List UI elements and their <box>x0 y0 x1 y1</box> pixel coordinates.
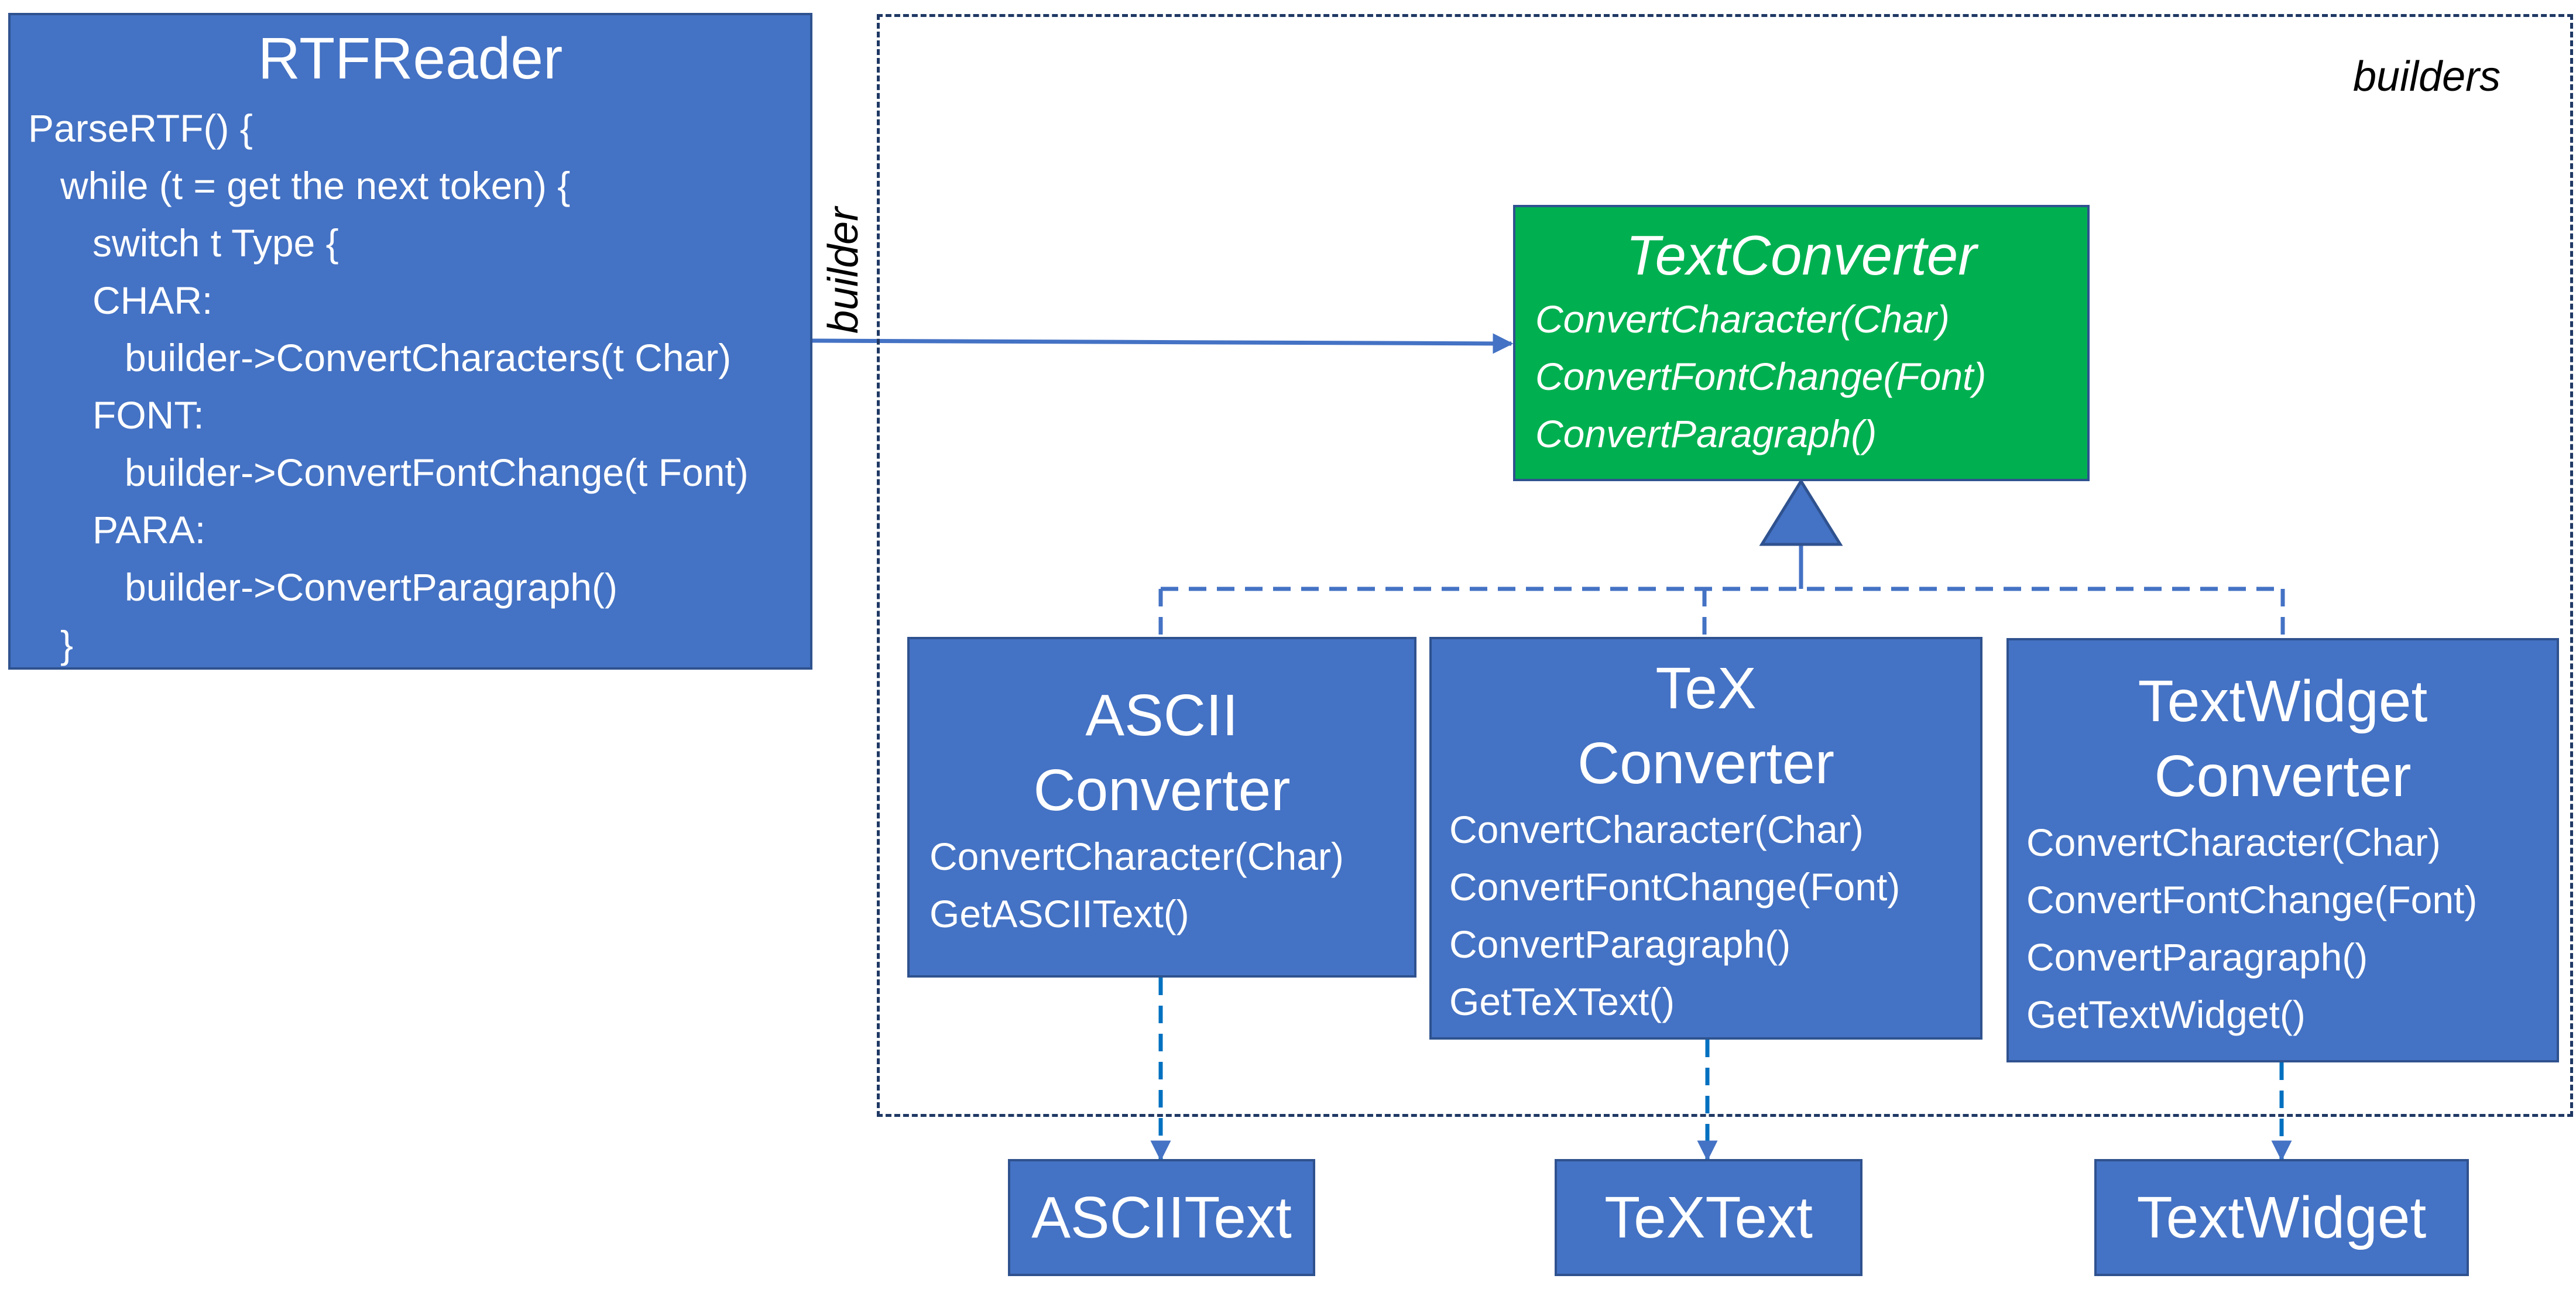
method-convert-character: ConvertCharacter(Char) <box>1449 808 1864 851</box>
rtf-reader-name: RTFReader <box>258 26 563 91</box>
method-convert-paragraph: ConvertParagraph() <box>1449 923 1791 966</box>
method-get-text-widget: GetTextWidget() <box>2026 993 2306 1036</box>
textwidget-converter-class: TextWidget Converter ConvertCharacter(Ch… <box>2006 638 2559 1062</box>
tex-converter-class: TeX Converter ConvertCharacter(Char) Con… <box>1429 637 1982 1040</box>
text-converter-name: TextConverter <box>1625 224 1977 287</box>
text-widget-name: TextWidget <box>2136 1185 2427 1250</box>
code-line: PARA: <box>28 508 206 551</box>
method-convert-font-change: ConvertFontChange(Font) <box>1449 865 1901 908</box>
code-line: while (t = get the next token) { <box>28 164 571 207</box>
method-get-tex-text: GetTeXText() <box>1449 980 1675 1023</box>
ascii-converter-class: ASCII Converter ConvertCharacter(Char) G… <box>907 637 1416 978</box>
method-convert-character: ConvertCharacter(Char) <box>1535 297 1950 341</box>
code-line: ParseRTF() { <box>28 107 253 150</box>
builders-region <box>877 14 2573 1117</box>
method-get-ascii-text: GetASCIIText() <box>929 892 1189 935</box>
method-convert-character: ConvertCharacter(Char) <box>2026 821 2441 864</box>
tex-text-name: TeXText <box>1604 1185 1813 1250</box>
code-line: } <box>28 680 42 724</box>
method-convert-font-change: ConvertFontChange(Font) <box>1535 355 1987 398</box>
code-line: } <box>28 623 74 666</box>
text-widget-product: TextWidget <box>2094 1159 2469 1276</box>
text-converter-interface: TextConverter ConvertCharacter(Char) Con… <box>1513 205 2090 481</box>
builders-region-label: builders <box>2353 53 2501 100</box>
tex-text-product: TeXText <box>1555 1159 1862 1276</box>
ascii-converter-name-line1: ASCII <box>1085 683 1239 748</box>
builder-association-arrow <box>812 333 1514 354</box>
textwidget-converter-name-line1: TextWidget <box>2138 668 2428 734</box>
code-line: builder->ConvertFontChange(t Font) <box>28 451 749 494</box>
builder-role-label: builder <box>820 207 867 334</box>
method-convert-character: ConvertCharacter(Char) <box>929 835 1344 878</box>
code-line: builder->ConvertCharacters(t Char) <box>28 336 732 379</box>
ascii-converter-name-line2: Converter <box>1033 757 1291 823</box>
code-line: switch t Type { <box>28 221 339 265</box>
ascii-text-product: ASCIIText <box>1008 1159 1315 1276</box>
textwidget-converter-name-line2: Converter <box>2154 743 2412 809</box>
ascii-text-name: ASCIIText <box>1031 1185 1292 1250</box>
code-line: FONT: <box>28 393 204 437</box>
method-convert-paragraph: ConvertParagraph() <box>2026 935 2368 979</box>
method-convert-paragraph: ConvertParagraph() <box>1535 412 1877 455</box>
rtf-reader-class: RTFReader ParseRTF() { while (t = get th… <box>8 13 812 724</box>
inheritance-triangle <box>1759 478 1843 546</box>
tex-converter-name-line1: TeX <box>1655 656 1757 721</box>
code-line: CHAR: <box>28 279 213 322</box>
parse-rtf-code: ParseRTF() { while (t = get the next tok… <box>28 100 810 731</box>
tex-converter-name-line2: Converter <box>1577 731 1835 796</box>
code-line: builder->ConvertParagraph() <box>28 565 618 609</box>
method-convert-font-change: ConvertFontChange(Font) <box>2026 878 2478 921</box>
